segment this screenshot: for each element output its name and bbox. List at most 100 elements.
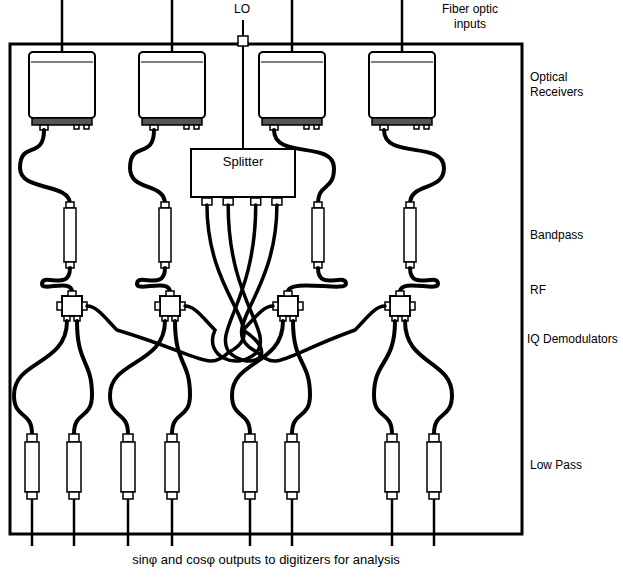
iq-demodulator bbox=[278, 296, 298, 316]
lowpass-filter bbox=[165, 442, 179, 492]
sma-connector bbox=[161, 202, 169, 208]
output-line bbox=[127, 499, 130, 546]
sma-connector bbox=[298, 302, 303, 310]
lowpass-filter bbox=[285, 442, 299, 492]
sma-connector bbox=[167, 434, 177, 442]
lo-cable bbox=[225, 205, 273, 361]
receiver-lid bbox=[141, 62, 203, 63]
sma-connector bbox=[166, 291, 174, 296]
splitter-box: Splitter bbox=[190, 148, 296, 198]
receiver-pin bbox=[74, 125, 79, 129]
bandpass-filter bbox=[312, 208, 324, 262]
optical-receiver bbox=[29, 52, 95, 118]
sma-connector bbox=[167, 492, 177, 499]
sma-connector bbox=[245, 492, 255, 499]
output-line bbox=[31, 499, 34, 546]
receiver-pin bbox=[184, 125, 189, 129]
bandpass-filter bbox=[159, 208, 171, 262]
cable bbox=[374, 321, 395, 434]
receiver-base bbox=[372, 118, 432, 125]
cable bbox=[137, 268, 170, 292]
sma-connector bbox=[429, 492, 439, 499]
cable bbox=[400, 268, 438, 292]
iq-demodulator bbox=[62, 296, 82, 316]
row-label: Bandpass bbox=[530, 228, 616, 243]
lo-input-label: LO bbox=[212, 2, 272, 17]
lowpass-filter bbox=[243, 442, 257, 492]
sma-connector bbox=[387, 492, 397, 499]
optical-receiver bbox=[259, 52, 325, 118]
sma-connector bbox=[69, 434, 79, 442]
sma-connector bbox=[245, 434, 255, 442]
receiver-base bbox=[142, 118, 202, 125]
sma-connector bbox=[68, 291, 76, 296]
enclosure bbox=[10, 44, 522, 534]
cable bbox=[20, 130, 70, 204]
receiver-base bbox=[262, 118, 322, 125]
lowpass-filter bbox=[121, 442, 135, 492]
optical-receiver bbox=[369, 52, 435, 118]
output-line bbox=[291, 499, 294, 546]
receiver-lid bbox=[261, 62, 323, 63]
bandpass-filter bbox=[404, 208, 416, 262]
cable bbox=[288, 268, 346, 292]
output-line bbox=[73, 499, 76, 546]
sma-connector bbox=[27, 434, 37, 442]
sma-connector bbox=[66, 202, 74, 208]
receiver-pin bbox=[194, 125, 199, 129]
lowpass-filter bbox=[25, 442, 39, 492]
receiver-pin bbox=[414, 125, 419, 129]
output-line bbox=[249, 499, 252, 546]
cable bbox=[292, 321, 310, 434]
lowpass-filter bbox=[67, 442, 81, 492]
cable bbox=[14, 321, 67, 434]
iq-demodulator bbox=[160, 296, 180, 316]
sma-connector bbox=[406, 202, 414, 208]
node-text: Splitter bbox=[198, 154, 288, 170]
sma-connector bbox=[429, 434, 439, 442]
fiber-line bbox=[61, 0, 64, 52]
row-label: Low Pass bbox=[530, 458, 616, 473]
fiber-line bbox=[171, 0, 174, 52]
output-line bbox=[171, 499, 174, 546]
sma-connector bbox=[396, 291, 404, 296]
receiver-pin bbox=[84, 125, 89, 129]
lo-cable bbox=[185, 205, 260, 361]
cable bbox=[130, 130, 165, 204]
sma-connector bbox=[287, 434, 297, 442]
cable bbox=[172, 321, 190, 434]
receiver-base bbox=[32, 118, 92, 125]
output-line bbox=[391, 499, 394, 546]
row-label: Optical Receivers bbox=[530, 70, 616, 100]
cable bbox=[384, 130, 444, 204]
receiver-lid bbox=[371, 62, 433, 63]
cable bbox=[232, 321, 283, 434]
receiver-pin bbox=[304, 125, 309, 129]
sma-connector bbox=[123, 492, 133, 499]
lo-cable bbox=[87, 205, 244, 361]
sma-connector bbox=[314, 202, 322, 208]
fiber-line bbox=[291, 0, 294, 52]
output-line bbox=[433, 499, 436, 546]
cable bbox=[74, 321, 92, 434]
lo-cable bbox=[242, 205, 385, 361]
row-label: RF bbox=[530, 283, 616, 298]
lowpass-filter bbox=[427, 442, 441, 492]
sma-connector bbox=[123, 434, 133, 442]
optical-receiver bbox=[139, 52, 205, 118]
fiber-input-label: Fiber optic inputs bbox=[428, 2, 512, 32]
sma-connector bbox=[287, 492, 297, 499]
bandpass-filter bbox=[64, 208, 76, 262]
iq-demodulator bbox=[390, 296, 410, 316]
sma-connector bbox=[284, 291, 292, 296]
row-label: IQ Demodulators bbox=[527, 332, 619, 347]
caption: sinφ and cosφ outputs to digitizers for … bbox=[10, 552, 522, 568]
sma-connector bbox=[155, 302, 160, 310]
receiver-pin bbox=[424, 125, 429, 129]
receiver-pin bbox=[314, 125, 319, 129]
fiber-line bbox=[401, 0, 404, 52]
receiver-lid bbox=[31, 62, 93, 63]
sma-connector bbox=[387, 434, 397, 442]
lowpass-filter bbox=[385, 442, 399, 492]
